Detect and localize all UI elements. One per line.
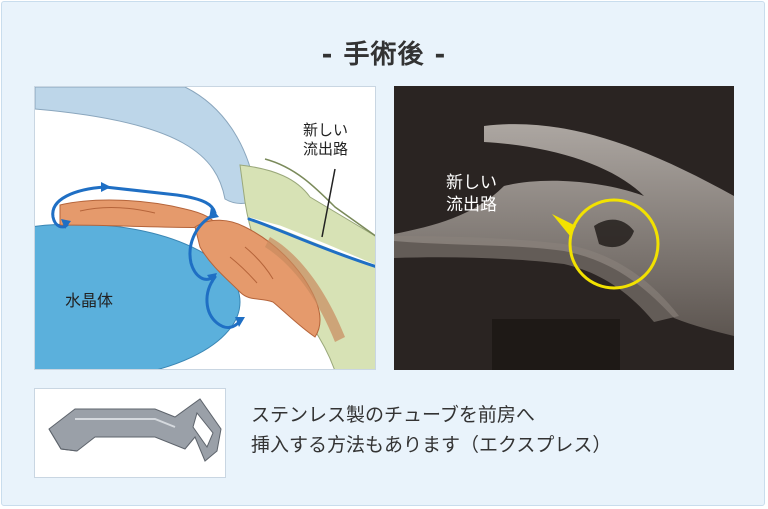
arrowhead-1: [101, 182, 111, 192]
aqueous-flow-arrows: [51, 185, 375, 329]
oct-new-outflow-label-line2: 流出路: [446, 195, 497, 215]
arrowhead-2: [61, 219, 71, 229]
arrowhead-4: [207, 273, 217, 283]
iris: [59, 199, 218, 229]
flow-arrow-upper: [51, 185, 107, 229]
oct-scan-image: 新しい 流出路: [394, 86, 734, 370]
description-line2: 挿入する方法もあります（エクスプレス）: [251, 434, 612, 456]
oct-new-outflow-label-line1: 新しい: [446, 173, 497, 193]
callout-pointer: [552, 214, 576, 236]
lens-label: 水晶体: [65, 291, 114, 310]
shunt-slot: [192, 411, 214, 449]
oct-tissue-band: [394, 124, 734, 336]
express-shunt-illustration: [34, 388, 226, 478]
flow-arrow-mid: [188, 215, 215, 281]
flow-arrow-top: [103, 185, 217, 215]
conjunctiva: [264, 158, 375, 237]
description-line1: ステンレス製のチューブを前房へ: [251, 404, 535, 426]
new-outflow-label: 新しい 流出路: [303, 121, 348, 159]
muscle-band: [265, 237, 345, 342]
new-outflow-label-line2: 流出路: [303, 140, 349, 158]
oct-iris-layer: [394, 236, 679, 322]
description-text: ステンレス製のチューブを前房へ 挿入する方法もあります（エクスプレス）: [251, 400, 741, 460]
oct-outflow-cavity: [594, 219, 634, 248]
arrowhead-5: [235, 317, 245, 327]
figure-title: - 手術後 -: [321, 40, 447, 70]
oct-new-outflow-label: 新しい 流出路: [446, 172, 497, 216]
flow-arrow-channel: [247, 217, 375, 268]
ciliary-body: [194, 219, 321, 338]
outflow-highlight-circle: [568, 198, 660, 290]
oct-dark-block: [492, 319, 620, 370]
arrowhead-3: [209, 207, 219, 219]
cornea: [35, 87, 258, 204]
shunt-body: [48, 398, 222, 462]
new-outflow-channel: [249, 217, 375, 268]
new-outflow-label-line1: 新しい: [303, 121, 349, 139]
eye-cross-section-diagram: 新しい 流出路 水晶体: [34, 86, 376, 370]
label-leader-line: [321, 168, 336, 238]
arrowheads: [61, 182, 245, 327]
flow-arrow-lower: [205, 275, 242, 329]
